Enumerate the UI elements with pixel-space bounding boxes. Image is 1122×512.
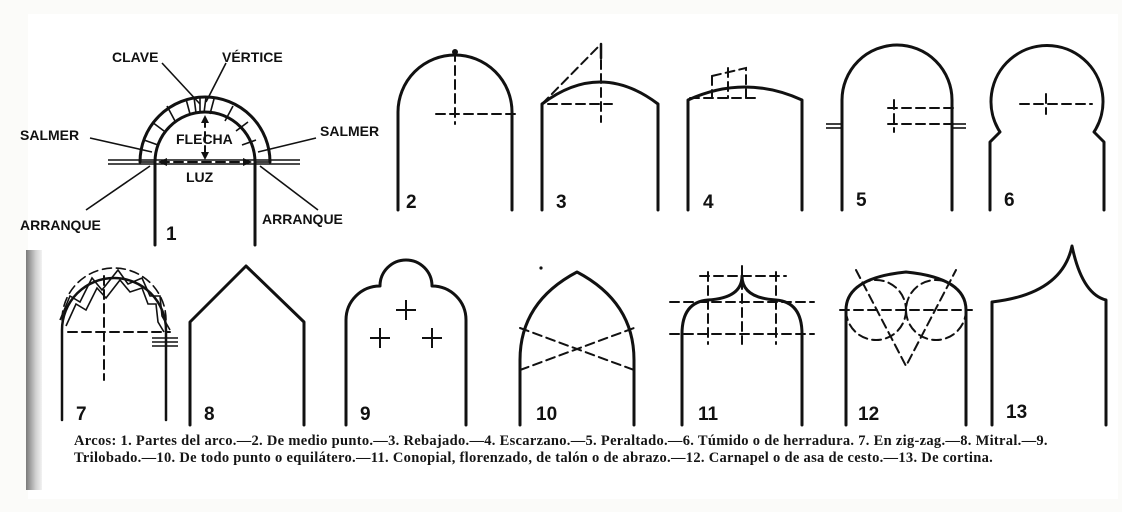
arch-10-equilatero: 10 <box>518 266 636 427</box>
arch-number-6: 6 <box>1004 190 1015 211</box>
label-vertice: VÉRTICE <box>222 49 283 65</box>
caption-text: 1. Partes del arco.—2. De medio punto.—3… <box>74 433 1048 466</box>
arch-8-mitral: 8 <box>188 264 306 427</box>
arch-1-leaders <box>85 62 319 211</box>
arch-number-11: 11 <box>698 404 719 425</box>
arch-number-3: 3 <box>556 192 567 213</box>
label-luz: LUZ <box>186 169 214 185</box>
label-clave: CLAVE <box>112 49 158 65</box>
arch-number-1: 1 <box>166 224 177 245</box>
arch-number-4: 4 <box>703 192 714 213</box>
arch-number-13: 13 <box>1006 402 1027 423</box>
label-arranque-left: ARRANQUE <box>20 217 101 233</box>
scan-edge-shadow <box>26 250 42 490</box>
arch-6-herradura: 6 <box>988 44 1106 212</box>
arch-12-carpanel: 12 <box>839 269 973 427</box>
arch-13-cortina: 13 <box>990 244 1108 427</box>
arch-number-8: 8 <box>204 404 215 425</box>
arch-1-extrados <box>138 95 272 164</box>
label-flecha: FLECHA <box>176 131 233 147</box>
arch-2-medio-punto: 2 <box>396 49 519 213</box>
arch-1-voussoirs <box>140 96 270 163</box>
arch-number-5: 5 <box>856 190 867 211</box>
arch-1-parts: CLAVE VÉRTICE SALMER SALMER FLECHA LUZ A… <box>20 49 379 247</box>
arch-7-zig-zag: 7 <box>59 267 178 425</box>
label-arranque-right: ARRANQUE <box>262 211 343 227</box>
arch-3-rebajado: 3 <box>540 42 660 213</box>
caption-lead: Arcos: <box>74 433 117 449</box>
arch-number-10: 10 <box>536 404 557 425</box>
label-salmer-left: SALMER <box>20 127 79 143</box>
arch-11-conopial: 11 <box>669 265 815 427</box>
arch-number-12: 12 <box>858 404 879 425</box>
arch-5-peraltado: 5 <box>826 43 966 212</box>
arch-4-escarzano: 4 <box>686 66 804 213</box>
arch-number-2: 2 <box>406 192 417 213</box>
arch-number-9: 9 <box>360 404 371 425</box>
label-salmer-right: SALMER <box>320 123 379 139</box>
arch-number-7: 7 <box>76 404 87 425</box>
arch-1-intrados <box>153 110 257 247</box>
figure-caption: Arcos: 1. Partes del arco.—2. De medio p… <box>74 433 1084 467</box>
arch-9-trilobado: 9 <box>344 258 468 427</box>
